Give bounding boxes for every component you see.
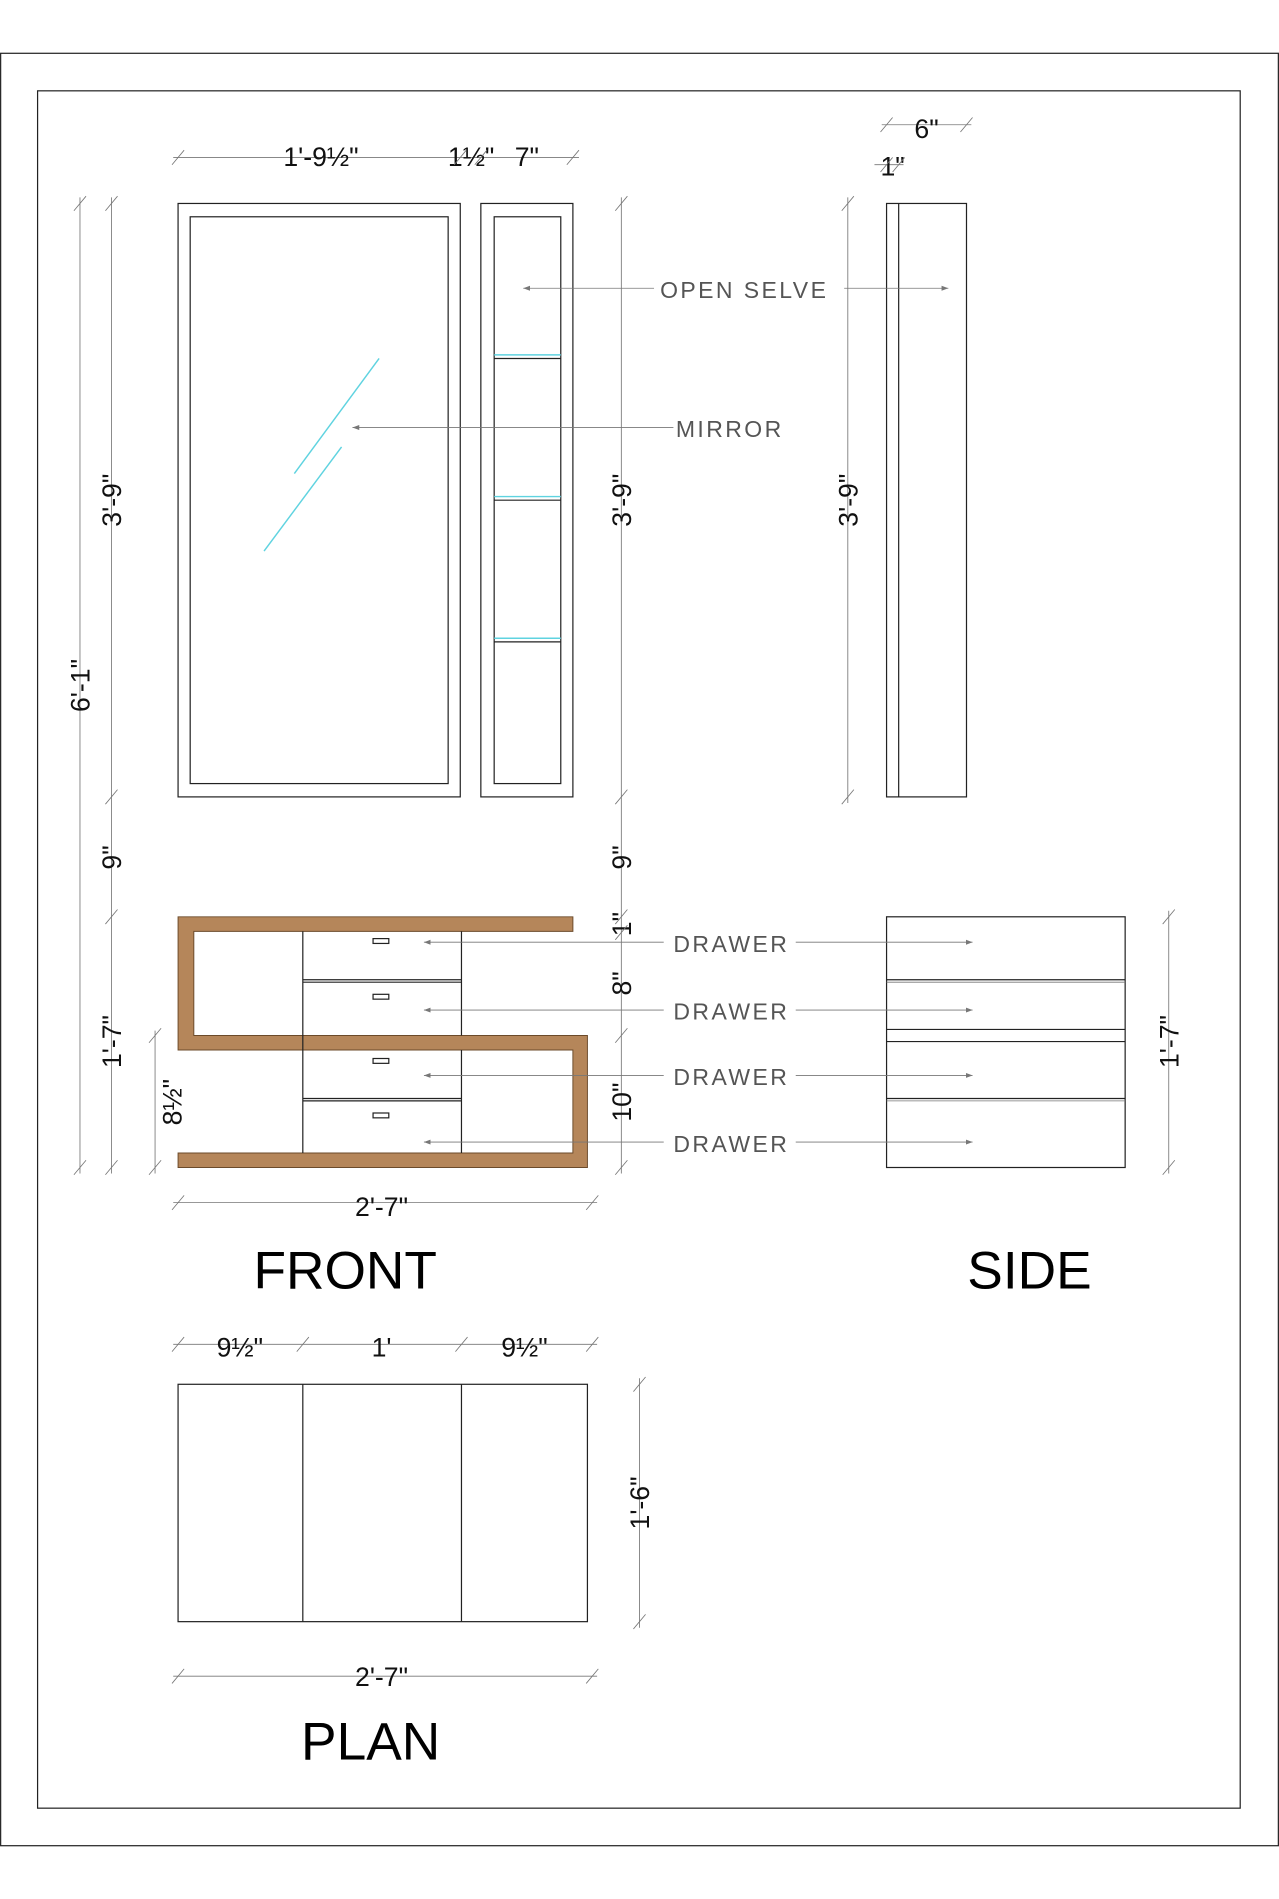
dimension-tick [73,195,87,212]
dim-unit-width: 2'-7" [355,1192,408,1222]
dim-gap-height: 9" [97,845,127,869]
dimension-tick [841,195,855,212]
dim-mirror-height: 3'-9" [97,474,127,527]
dimension-tick [880,157,893,173]
dimension-tick [171,1668,185,1684]
dimension-tick [171,149,185,165]
dimension-tick [566,149,580,165]
dimension-tick [105,789,118,805]
dim-shelf-height: 3'-9" [607,474,637,527]
dimension-tick [1162,909,1176,925]
dimension-tick [1162,1159,1176,1176]
dimension-tick [105,195,118,212]
dimension-tick [633,1614,646,1630]
dimension-tick [960,117,973,133]
leaders [352,285,973,1145]
dim-plan-width: 2'-7" [355,1662,408,1692]
dimension-tick [455,1336,468,1352]
dimension-tick [453,149,467,165]
drawer-handle [372,1112,390,1119]
dim-plan-right: 9½" [501,1332,547,1362]
glass-reflection-line [263,446,343,552]
dim-lower-offset: 8½" [158,1079,188,1125]
drawer-handle [372,993,390,1000]
dim-side-depth: 6" [914,114,938,144]
glass-reflection-line [293,358,380,474]
side-unit [885,916,1126,1169]
dimension-tick [73,1159,87,1176]
dim-mirror-width: 1'-9½" [283,142,358,172]
dim-upper-drawers: 8" [607,971,637,995]
dimension-tick [585,1668,599,1684]
dim-lower-drawers: 10" [607,1083,637,1122]
drawer-label: DRAWER [673,931,789,957]
dimension-tick [892,157,906,173]
dimension-tick [614,1027,628,1044]
dimension-tick [614,925,628,941]
dimension-tick [296,1336,310,1352]
dimension-tick [171,1336,185,1352]
dimension-tick [585,1195,599,1211]
dimension-tick [148,1159,162,1176]
mirror-label: MIRROR [676,416,784,442]
dimension-tick [880,117,893,133]
dimension-tick [614,789,628,805]
dimension-lines [79,124,1170,1677]
dim-side-height: 3'-9" [833,474,863,527]
dimension-tick [105,1159,118,1176]
dim-shelf-width: 7" [515,142,539,172]
dim-plan-depth: 1'-6" [625,1476,655,1529]
drawer-handle [372,1057,390,1064]
dimension-ticks [73,117,1176,1684]
dimension-tick [105,909,118,925]
dim-gap: 1½" [448,142,494,172]
side-view-title: SIDE [967,1242,1091,1301]
dim-plan-left: 9½" [217,1332,263,1362]
open-shelve-label: OPEN SELVE [660,277,828,303]
mirror [177,202,461,798]
dim-side-unit-height: 1'-7" [1154,1015,1184,1068]
dimension-tick [171,1195,185,1211]
s-frame-unit [177,916,588,1168]
dimension-tick [614,909,628,925]
sheet-inner-border [36,90,1241,1809]
dimension-tick [633,1376,646,1392]
drawer-label: DRAWER [673,1131,789,1157]
drawer-handle [372,937,390,945]
side-mirror-panel [885,202,968,798]
plan-view-title: PLAN [301,1713,440,1772]
open-shelf [480,202,574,798]
dim-shelf-gap: 9" [607,845,637,869]
sheet-outer-border [0,52,1279,1847]
dim-unit-height: 1'-7" [97,1015,127,1068]
dimension-tick [614,195,628,212]
dimension-tick [614,1159,628,1176]
dim-plan-middle: 1' [372,1332,392,1362]
dimension-tick [841,789,855,805]
dimension-tick [585,1336,599,1352]
front-view-title: FRONT [253,1242,436,1301]
drawer-label: DRAWER [673,1064,789,1090]
dim-side-back: 1" [880,152,904,182]
dim-overall-height: 6'-1" [66,659,96,712]
dimension-tick [474,149,488,165]
dimension-tick [148,1027,162,1044]
plan-view [177,1383,589,1623]
drawer-label: DRAWER [673,999,789,1025]
